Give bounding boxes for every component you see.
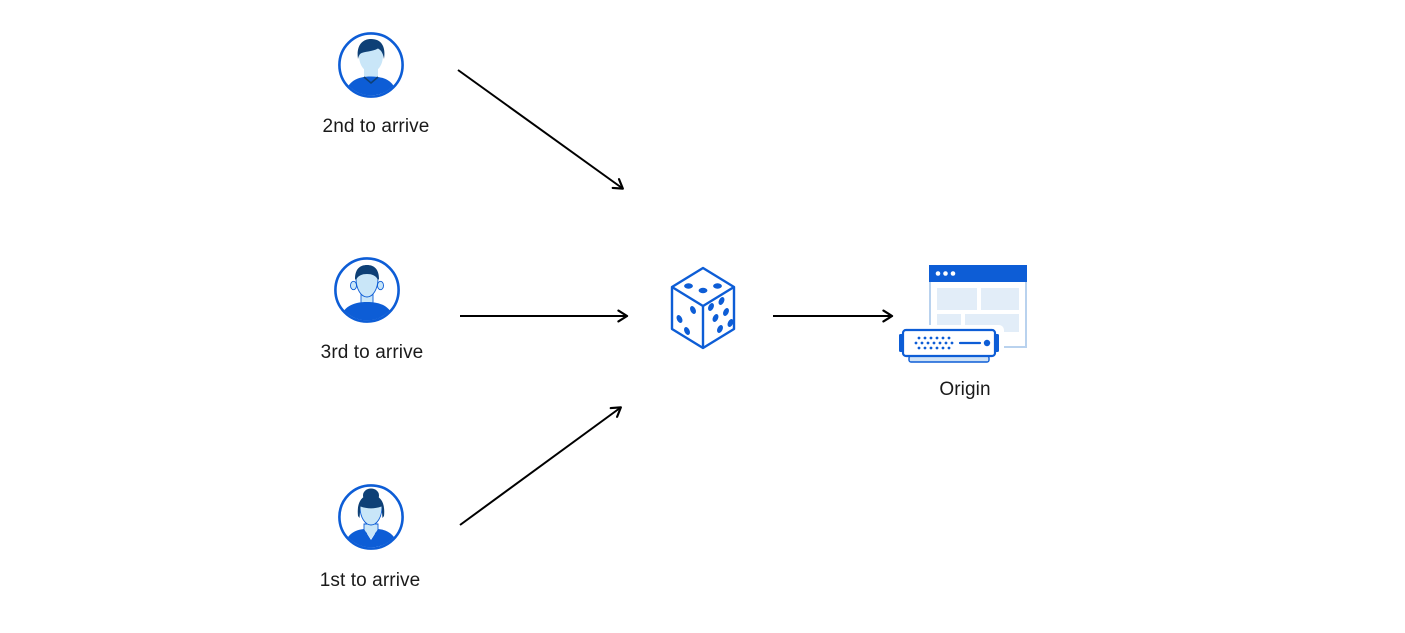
node-user-top (337, 31, 405, 99)
avatar-man-flat-top-icon (334, 257, 400, 323)
node-user-middle (333, 256, 401, 324)
arrow-user-top-to-dice (457, 69, 624, 190)
label-origin: Origin (939, 379, 991, 400)
label-user-middle: 3rd to arrive (320, 342, 424, 363)
avatar-woman-bun-icon (338, 484, 404, 550)
label-user-top: 2nd to arrive (322, 116, 430, 137)
arrow-user-bottom-to-dice (459, 406, 622, 526)
origin-server-browser-icon (896, 265, 1027, 363)
server-icon (896, 325, 1004, 363)
avatar-man-side-part-icon (338, 32, 404, 98)
dice-icon (670, 266, 736, 350)
dice-pips (676, 283, 734, 335)
node-dice (670, 266, 736, 350)
label-user-bottom: 1st to arrive (319, 570, 421, 591)
node-user-bottom (337, 483, 405, 551)
node-origin (894, 260, 1028, 364)
server-led (983, 339, 991, 347)
server-vents (914, 336, 954, 350)
